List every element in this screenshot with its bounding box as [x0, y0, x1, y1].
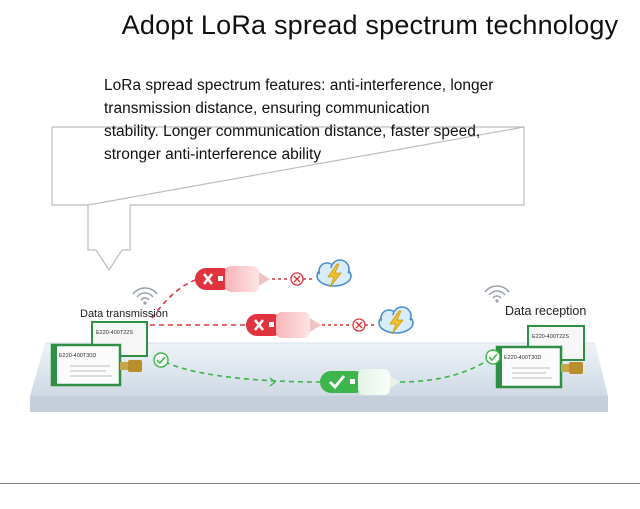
cross-circle-icon: [352, 318, 366, 332]
cross-circle-icon: [290, 272, 304, 286]
description: LoRa spread spectrum features: anti-inte…: [104, 74, 544, 166]
description-line: stability. Longer communication distance…: [104, 123, 481, 140]
success-check-icon: [153, 352, 169, 368]
divider: [0, 483, 640, 484]
description-line: transmission distance, ensuring communic…: [104, 100, 430, 117]
module-top-label: E220-400T22S: [96, 330, 133, 336]
page-title: Adopt LoRa spread spectrum technology: [121, 10, 619, 40]
success-signal-path: [153, 349, 501, 395]
platform: [30, 342, 608, 412]
data-transmission-label: Data transmission: [80, 308, 169, 320]
transmitter-module: E220-400T22S E220-400T30D: [50, 321, 148, 387]
failed-signal-path: [151, 259, 352, 319]
description-line: LoRa spread spectrum features: anti-inte…: [104, 77, 494, 94]
receiver-module: E220-400T22S E220-400T30D: [495, 325, 585, 389]
data-reception-label: Data reception: [505, 304, 587, 318]
module-top-label: E220-400T22S: [532, 334, 569, 340]
storm-cloud-icon: [378, 306, 414, 335]
wifi-icon: [484, 285, 510, 303]
wifi-icon: [132, 287, 158, 305]
success-check-icon: [329, 375, 346, 390]
success-check-icon: [485, 349, 501, 365]
module-main-label: E220-400T30D: [504, 355, 541, 361]
module-main-label: E220-400T30D: [59, 353, 96, 359]
failed-signal-path: [150, 306, 414, 338]
fail-x-icon: [202, 273, 214, 285]
description-line: stronger anti-interference ability: [104, 146, 322, 163]
storm-cloud-icon: [316, 259, 352, 288]
fail-x-icon: [253, 319, 265, 331]
